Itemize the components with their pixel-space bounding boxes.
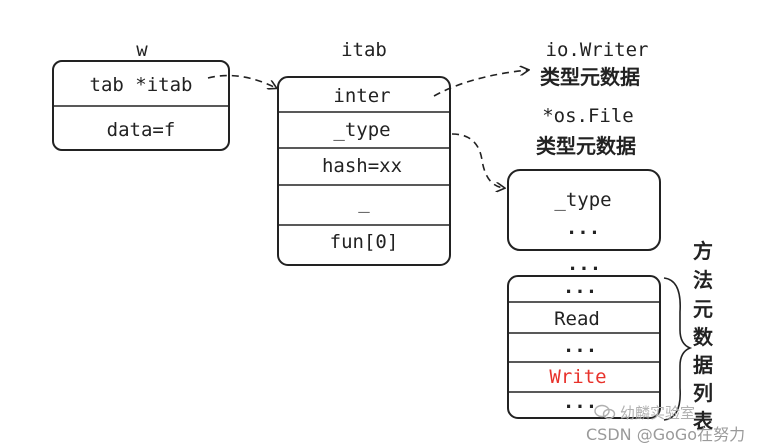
itab-field-inter: inter — [333, 85, 390, 107]
method-list-brace — [663, 277, 693, 421]
method-list-box — [507, 275, 661, 419]
vertical-char-7: 表 — [693, 409, 714, 433]
method-write: Write — [549, 366, 606, 388]
os-file-box — [507, 169, 661, 251]
io-writer-label: 类型元数据 — [540, 65, 640, 89]
itab-field-type: _type — [333, 119, 390, 141]
vertical-char-5: 据 — [693, 353, 713, 377]
w-box — [52, 60, 230, 151]
os-file-name: *os.File — [542, 105, 634, 127]
watermark: 幼麟实验室 CSDN @GoGo在努力 — [586, 404, 745, 444]
arrow-type-to-os-file — [451, 133, 504, 188]
itab-box — [277, 76, 451, 266]
itab-field-hash: hash=xx — [322, 155, 402, 177]
wechat-bubble-icon — [594, 404, 616, 420]
vertical-char-4: 数 — [693, 325, 714, 349]
vertical-char-1: 方 — [693, 239, 713, 263]
io-writer-name: io.Writer — [546, 39, 649, 61]
method-read: Read — [554, 308, 600, 330]
method-list-dots-mid: ... — [563, 335, 597, 357]
os-file-label: 类型元数据 — [536, 134, 636, 158]
method-list-vertical-label: 方 法 元 数 据 列 表 — [693, 239, 714, 433]
arrow-w-tab-to-itab — [207, 74, 276, 88]
itab-field-blank: _ — [358, 191, 370, 213]
arrow-inter-to-io-writer — [433, 70, 528, 97]
method-list-dots-top: ... — [563, 276, 597, 298]
os-file-field-dots: ... — [566, 217, 600, 239]
os-file-field-type: _type — [554, 189, 611, 211]
gap-dots: ... — [567, 253, 601, 275]
vertical-char-2: 法 — [693, 268, 713, 292]
itab-title: itab — [341, 39, 387, 61]
w-field-data: data=f — [107, 119, 176, 141]
method-list-dots-bottom: ... — [563, 391, 597, 413]
w-title: w — [136, 39, 148, 61]
itab-field-fun: fun[0] — [330, 231, 399, 253]
w-field-tab: tab *itab — [90, 74, 193, 96]
watermark-line1: 幼麟实验室 — [620, 404, 695, 422]
watermark-line2: CSDN @GoGo在努力 — [586, 425, 745, 444]
vertical-char-6: 列 — [693, 381, 713, 405]
vertical-char-3: 元 — [693, 297, 713, 321]
